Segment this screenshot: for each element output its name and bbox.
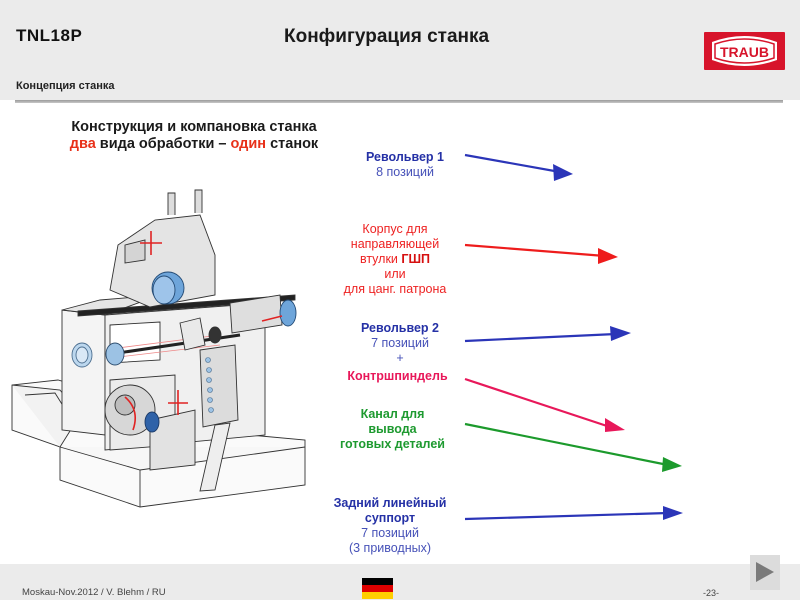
- callout-rear-slide: Задний линейный суппорт 7 позиций (3 при…: [333, 496, 447, 555]
- header-divider: [15, 100, 783, 103]
- next-slide-button[interactable]: [750, 555, 780, 590]
- slide-footer: Moskau-Nov.2012 / V. Blehm / RU -23-: [0, 564, 800, 600]
- machine-illustration: [11, 189, 306, 508]
- page-number: -23-: [703, 588, 720, 598]
- arrow-counter-spindle: [464, 377, 611, 429]
- callout-revolver-2: Револьвер 2 7 позиций +: [361, 321, 439, 365]
- callout-revolver-1: Револьвер 1 8 позиций: [366, 150, 444, 179]
- arrowhead-parts-chute: [662, 457, 682, 472]
- callout-guide-bushing: Корпус для направляющей втулки ГШП или д…: [343, 222, 447, 296]
- footer-author-info: Moskau-Nov.2012 / V. Blehm / RU: [22, 587, 166, 598]
- slide-header: TNL18P Конфигурация станка Концепция ста…: [0, 0, 800, 100]
- arrow-revolver-1: [464, 153, 561, 174]
- slide-subtitle: Концепция станка: [16, 80, 115, 92]
- german-flag-icon: [362, 578, 393, 599]
- arrowhead-guide-bushing: [598, 248, 618, 264]
- arrowhead-rear-slide: [663, 506, 683, 520]
- callout-counter-spindle: Контршпиндель: [347, 369, 448, 383]
- play-triangle-icon: [756, 562, 774, 582]
- heading-line-2: два вида обработки – один станок: [69, 136, 319, 152]
- slide-title: Конфигурация станка: [284, 26, 490, 47]
- arrowhead-counter-spindle: [605, 418, 625, 432]
- traub-logo: TRAUB: [704, 32, 785, 70]
- arrowhead-revolver-1: [553, 164, 573, 181]
- flag-stripe-gold: [362, 592, 393, 599]
- arrowhead-revolver-2: [610, 326, 631, 341]
- heading-line-1: Конструкция и компановка станка: [71, 119, 317, 135]
- flag-stripe-red: [362, 585, 393, 592]
- svg-text:TRAUB: TRAUB: [720, 44, 769, 60]
- arrow-revolver-2: [464, 332, 617, 343]
- section-heading: Конструкция и компановка станка два вида…: [38, 119, 350, 153]
- arrow-parts-chute: [464, 422, 669, 467]
- arrow-guide-bushing: [464, 243, 606, 258]
- callout-parts-chute: Канал для вывода готовых деталей: [340, 407, 445, 451]
- product-name: TNL18P: [16, 26, 83, 45]
- arrow-rear-slide: [464, 511, 669, 521]
- flag-stripe-black: [362, 578, 393, 585]
